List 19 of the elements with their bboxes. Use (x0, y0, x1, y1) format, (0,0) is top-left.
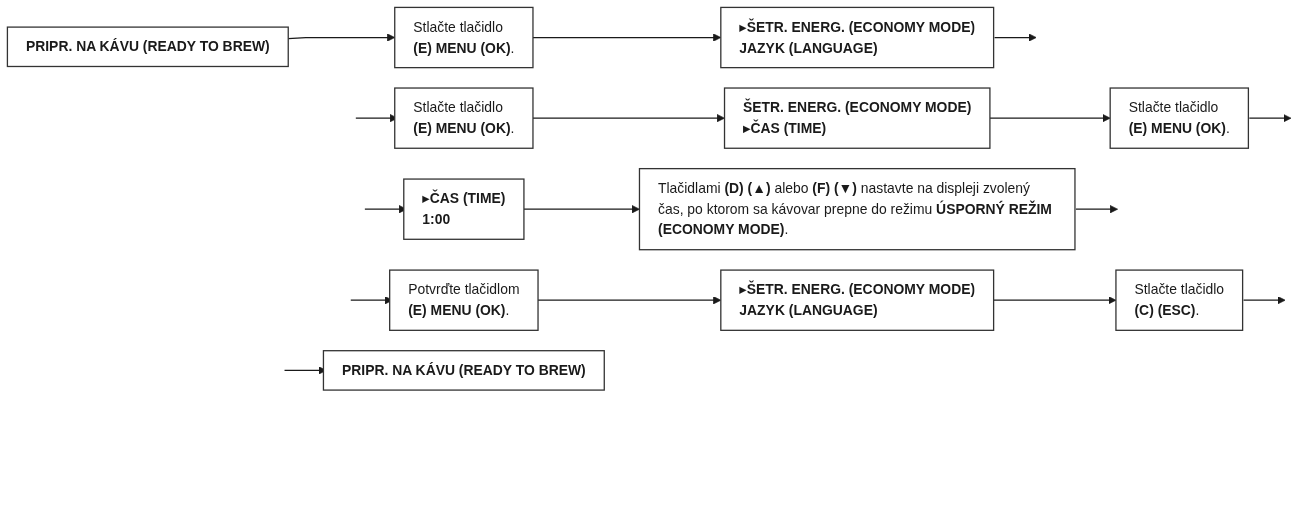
node-box: ŠETR. ENERG. (ECONOMY MODE) ▸ČAS (TIME) (723, 87, 991, 149)
arrow (523, 205, 640, 214)
node-box: Potvrďte tlačidlom (E) MENU (OK). (389, 269, 539, 331)
arrow (532, 114, 725, 123)
node-box: ▸ŠETR. ENERG. (ECONOMY MODE) JAZYK (LANGUAGE) (720, 269, 995, 331)
node-box: Stlačte tlačidlo (E) MENU (OK). (394, 6, 534, 69)
node-box: ▸ČAS (TIME) 1:00 (403, 178, 525, 240)
arrow (1075, 205, 1118, 214)
node-box: PRIPR. NA KÁVU (READY TO BREW) (6, 26, 289, 68)
node-box: Tlačidlami (D) (▲) alebo (F) (▼) nastavte na displeji zvolený čas, po ktorom sa kávovar prepne do režimu ÚSPORNÝ REŽIM (ECONOMY MODE). (638, 168, 1076, 251)
node-box: Stlačte tlačidlo (E) MENU (OK). (394, 87, 534, 149)
arrow (1242, 296, 1286, 305)
arrow (1248, 114, 1292, 123)
arrow (993, 33, 1037, 42)
node-box: Stlačte tlačidlo (C) (ESC). (1115, 269, 1244, 331)
node-box: Stlačte tlačidlo (E) MENU (OK). (1109, 87, 1250, 149)
node-box: ▸ŠETR. ENERG. (ECONOMY MODE) JAZYK (LANGUAGE) (720, 6, 995, 69)
node-box: PRIPR. NA KÁVU (READY TO BREW) (322, 350, 605, 391)
arrow (989, 114, 1111, 123)
